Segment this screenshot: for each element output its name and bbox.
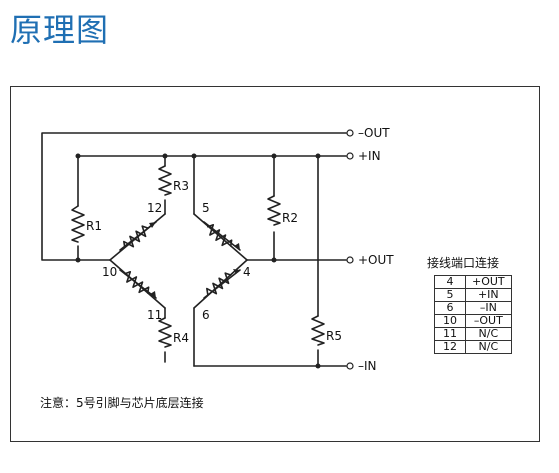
resistor-r4-symbol [158,317,172,348]
terminal-minus-in-icon [346,362,354,370]
terminal-minus-out-label: –OUT [358,126,390,140]
pin-signal: +OUT [465,275,512,289]
junction-dot [75,153,81,159]
gauge-top-left [123,225,149,249]
adjust-arrow-top-right [203,221,241,251]
node-10-label: 10 [102,265,117,279]
adjust-arrow-bottom-right [203,269,241,299]
resistor-r4-label: R4 [173,331,189,345]
note-text: 注意：5号引脚与芯片底层连接 [40,396,204,410]
pin-signal: +IN [465,288,512,302]
terminal-minus-out-icon [346,129,354,137]
node-5-label: 5 [202,201,210,215]
pin-table-row: 10–OUT [434,314,512,328]
pin-number: 11 [434,327,466,341]
resistor-r2-label: R2 [282,211,298,225]
wire-r1 [77,155,111,261]
node-11-label: 11 [147,308,162,322]
node-12-label: 12 [147,201,162,215]
node-4-label: 4 [243,265,251,279]
junction-dot [315,153,321,159]
pin-signal: –IN [465,301,512,315]
diagram-frame [10,86,540,442]
terminal-plus-in-label: +IN [358,149,381,163]
pin-number: 5 [434,288,466,302]
gauge-bottom-right [206,272,232,296]
resistor-r3-symbol [158,165,172,196]
junction-dot [162,153,168,159]
junction-dot [191,153,197,159]
adjust-arrow-top-left [119,221,157,251]
resistor-r5-symbol [311,315,325,346]
terminal-plus-out-icon [346,256,354,264]
adjust-arrow-bottom-left [119,269,157,299]
pin-number: 4 [434,275,466,289]
pin-signal: –OUT [465,314,512,328]
resistor-r5-label: R5 [326,329,342,343]
pin-table-row: 4+OUT [434,275,512,289]
terminal-plus-out-label: +OUT [358,253,394,267]
node-6-label: 6 [202,308,210,322]
pin-signal: N/C [465,327,512,341]
junction-dot [315,363,321,369]
resistor-r1-label: R1 [86,219,102,233]
pin-table-row: 6–IN [434,301,512,315]
junction-dot [271,153,277,159]
pin-number: 10 [434,314,466,328]
junction-dot [271,257,277,263]
resistor-r3-label: R3 [173,179,189,193]
pin-signal: N/C [465,340,512,354]
page-title: 原理图 [10,11,110,49]
resistor-r1-symbol [71,205,85,243]
wire-minus-out [41,132,347,261]
pin-number: 6 [434,301,466,315]
junction-dot [75,257,81,263]
pin-number: 12 [434,340,466,354]
terminal-plus-in-icon [346,152,354,160]
resistor-r2-symbol [267,195,281,226]
terminal-minus-in-label: –IN [358,359,377,373]
pin-table-title: 接线端口连接 [427,256,500,270]
pin-table-row: 5+IN [434,288,512,302]
